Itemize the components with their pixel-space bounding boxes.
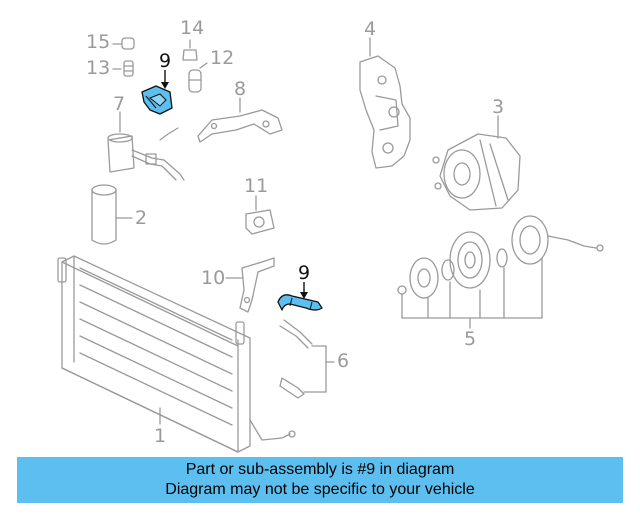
part-9-hose-lower bbox=[277, 282, 323, 311]
part-9-clip-upper bbox=[141, 70, 173, 115]
part-15-cap bbox=[112, 37, 135, 50]
part-3-compressor bbox=[432, 115, 521, 211]
part-5-clutch bbox=[397, 215, 604, 329]
callout-11: 11 bbox=[244, 175, 269, 197]
part-2-drier bbox=[91, 184, 133, 245]
callout-9-upper: 9 bbox=[159, 50, 172, 72]
part-13-valve bbox=[112, 60, 134, 77]
callout-6: 6 bbox=[337, 350, 350, 372]
part-4-bracket bbox=[359, 37, 411, 169]
part-12-switch bbox=[188, 62, 208, 93]
callout-9-lower: 9 bbox=[298, 262, 311, 284]
part-6-lines bbox=[279, 319, 335, 399]
callout-5: 5 bbox=[464, 328, 477, 350]
callout-13: 13 bbox=[86, 57, 111, 79]
part-1-condenser bbox=[57, 255, 296, 453]
callout-8: 8 bbox=[234, 78, 247, 100]
callout-4: 4 bbox=[364, 18, 377, 40]
callout-7: 7 bbox=[113, 93, 126, 115]
callout-3: 3 bbox=[492, 96, 505, 118]
banner-line-part-number: Part or sub-assembly is #9 in diagram bbox=[185, 461, 455, 478]
callout-12: 12 bbox=[210, 47, 235, 69]
part-8-hose-bracket bbox=[197, 97, 283, 143]
banner-line-disclaimer: Diagram may not be specific to your vehi… bbox=[165, 481, 475, 498]
callout-1: 1 bbox=[154, 425, 167, 447]
part-14-fitting bbox=[182, 39, 198, 61]
callout-2: 2 bbox=[135, 207, 148, 229]
callout-15: 15 bbox=[86, 31, 111, 53]
part-11-mount bbox=[245, 195, 275, 235]
part-10-bracket bbox=[225, 257, 275, 313]
part-7-drier-line bbox=[107, 111, 185, 181]
callout-10: 10 bbox=[201, 267, 226, 289]
callout-14: 14 bbox=[180, 17, 205, 39]
info-banner: Part or sub-assembly is #9 in diagram Di… bbox=[17, 457, 623, 503]
